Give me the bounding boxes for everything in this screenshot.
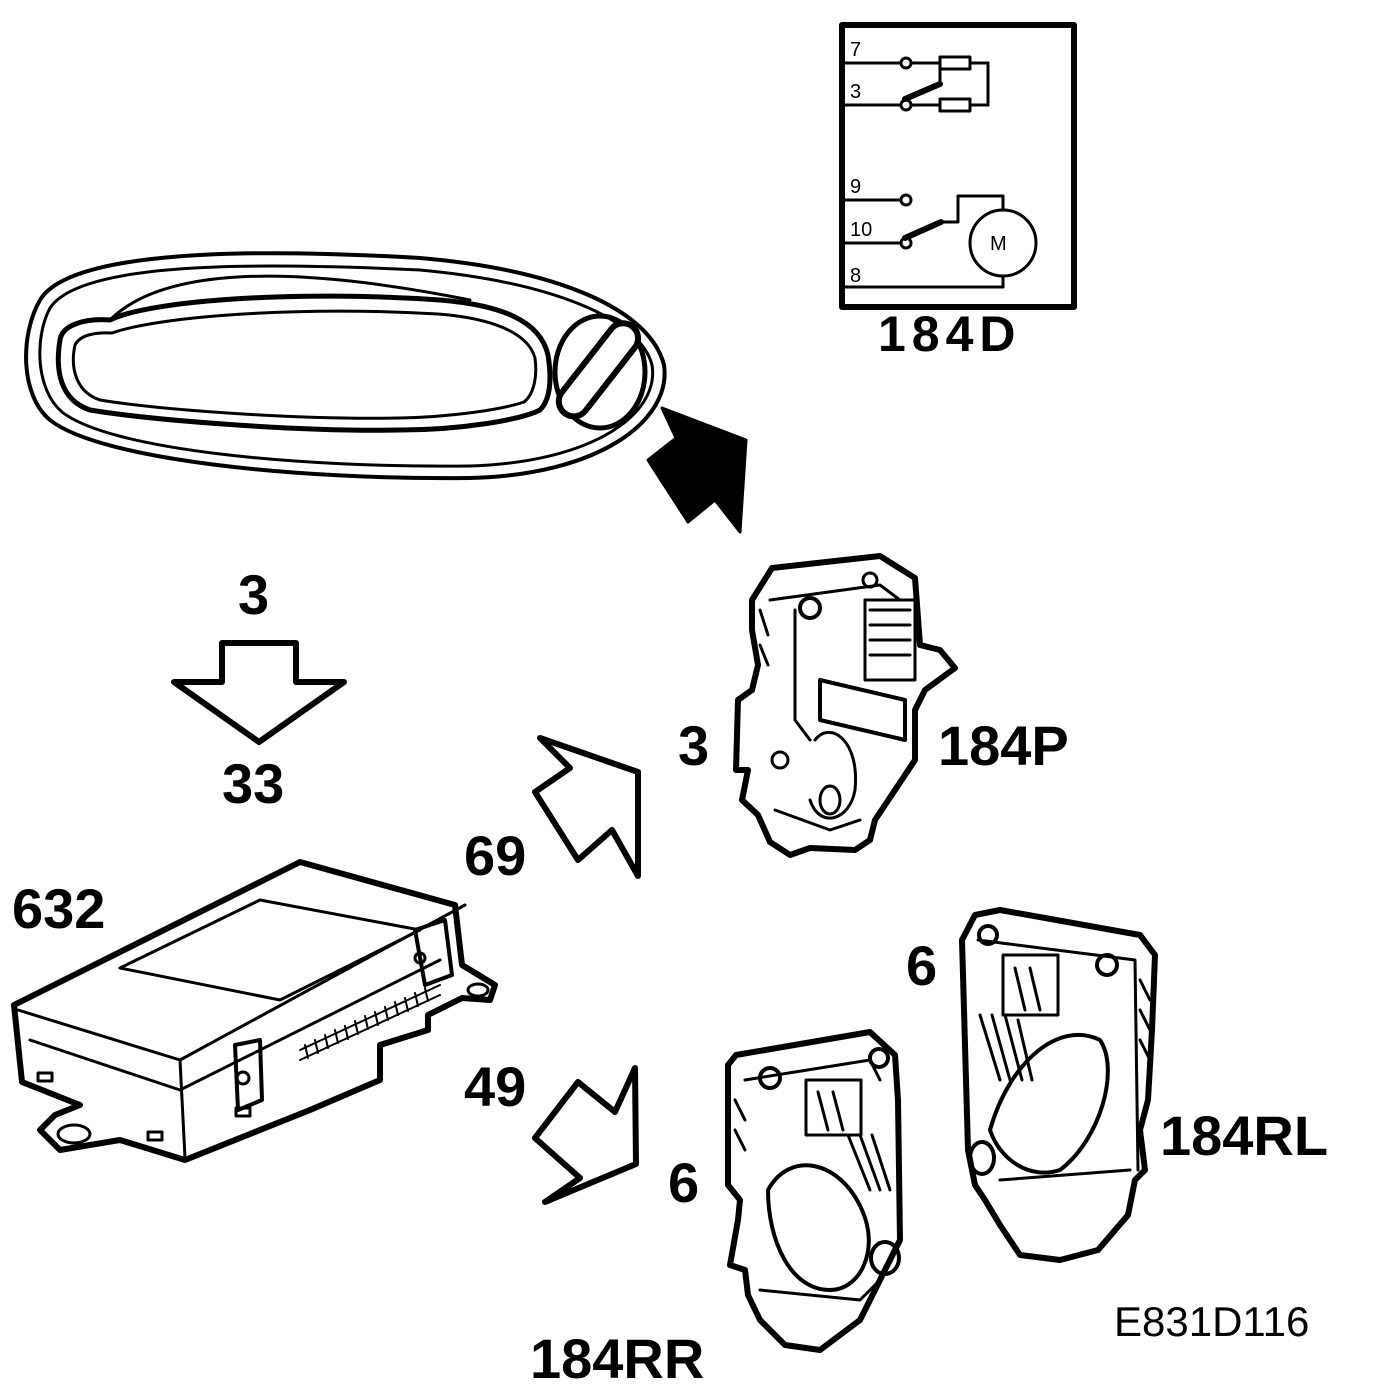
control-module-icon <box>11 859 498 1163</box>
hollow-arrow-down-icon <box>532 1065 639 1205</box>
lock-actuator-184rr-icon <box>725 1029 903 1353</box>
flow-from-label: 3 <box>238 563 269 626</box>
motor-circuit <box>843 193 1038 289</box>
resistor <box>938 55 972 71</box>
lock-actuator-184p-icon <box>733 553 958 858</box>
door-handle-icon <box>24 251 667 481</box>
lock-front-label: 184P <box>938 714 1069 777</box>
motor-switch-blade <box>902 219 944 241</box>
hollow-arrow-up-icon <box>532 735 641 879</box>
lock-actuator-184rl-icon <box>959 907 1158 1263</box>
pin-3-label: 3 <box>850 81 861 103</box>
motor-symbol: M <box>990 233 1007 255</box>
pin-9-label: 9 <box>850 176 861 198</box>
lock-rear-right-label: 184RR <box>530 1327 704 1390</box>
unlock-output-pin-label: 49 <box>464 1055 526 1118</box>
schematic-frame <box>839 22 1077 310</box>
schematic-title: 184D <box>878 306 1022 362</box>
pin-10-label: 10 <box>850 219 872 241</box>
lock-output-pin-label: 69 <box>464 824 526 887</box>
control-module-label: 632 <box>12 877 105 940</box>
lock-front-pin-label: 3 <box>678 714 709 777</box>
key-cylinder-icon <box>552 313 648 431</box>
switch-circuit <box>843 55 990 113</box>
switch-blade <box>902 81 943 102</box>
connector-pins <box>299 984 441 1061</box>
reference-code: E831D116 <box>1114 1298 1309 1345</box>
motor-terminal <box>899 193 913 207</box>
flow-to-label: 33 <box>222 752 284 815</box>
lock-rear-right-pin-label: 6 <box>668 1151 699 1214</box>
pin-7-label: 7 <box>850 39 861 61</box>
key-slot-icon <box>555 320 642 420</box>
schematic-184d: 7 3 9 10 8 M <box>839 22 1077 310</box>
lock-rear-left-label: 184RL <box>1160 1104 1328 1167</box>
resistor <box>938 97 972 113</box>
solid-arrow-icon <box>646 406 748 534</box>
pin-8-label: 8 <box>850 265 861 287</box>
lock-rear-left-pin-label: 6 <box>906 934 937 997</box>
hollow-down-arrow-icon <box>171 640 347 745</box>
